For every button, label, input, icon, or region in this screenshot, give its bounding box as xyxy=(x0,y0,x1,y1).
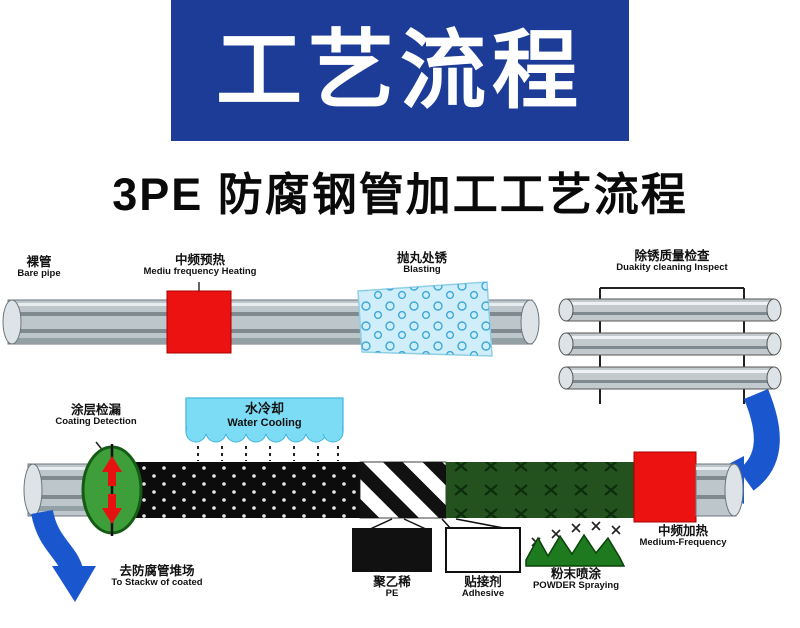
cooling-section xyxy=(114,462,360,518)
top-pipe-right-cap xyxy=(520,299,540,345)
page-title: 工艺流程 xyxy=(216,22,584,119)
medium-frequency-label-cn: 中频加热 xyxy=(657,524,708,538)
adhesive-label-cn: 贴接剂 xyxy=(464,575,502,589)
powder-hopper xyxy=(525,533,626,567)
inspect-label: 除锈质量检查 Duakity cleaning Inspect xyxy=(592,249,752,274)
coating-detector xyxy=(81,441,143,536)
stack-label-cn: 去防腐管堆场 xyxy=(119,564,195,578)
inspect-pipe-3 xyxy=(558,366,782,390)
bare-pipe-label-en: Bare pipe xyxy=(17,268,61,280)
detector-arrow-up xyxy=(102,456,122,486)
heater-block xyxy=(633,451,697,523)
bottom-pipe xyxy=(23,451,744,523)
detector-arrow-down xyxy=(102,494,122,524)
water-cooling-label-cn: 水冷却 xyxy=(244,401,284,416)
pe-label-cn: 聚乙稀 xyxy=(373,575,411,589)
coating-detection-label-en: Coating Detection xyxy=(55,416,137,428)
inspect-pipe-1 xyxy=(558,298,782,322)
medium-frequency-label-en: Medium-Frequency xyxy=(639,537,727,549)
inspect-label-en: Duakity cleaning Inspect xyxy=(616,262,728,274)
bare-pipe-label: 裸管 Bare pipe xyxy=(0,255,78,280)
preheat-block xyxy=(166,290,232,354)
top-pipe-left-cap xyxy=(2,299,22,345)
adhesive-label: 贴接剂 Adhesive xyxy=(442,575,524,600)
medium-frequency-label: 中频加热 Medium-Frequency xyxy=(628,524,738,549)
pe-label-en: PE xyxy=(385,588,399,600)
powder-section xyxy=(446,462,634,518)
water-cooling-label-en: Water Cooling xyxy=(227,416,302,429)
subtitle: 3PE 防腐钢管加工工艺流程 xyxy=(112,169,688,220)
adhesive-box xyxy=(445,527,521,573)
preheat-label-cn: 中频预热 xyxy=(174,253,225,267)
blasting-zone xyxy=(357,281,493,357)
blasting-label: 抛丸处锈 Blasting xyxy=(372,251,472,276)
coating-detection-label: 涂层检漏 Coating Detection xyxy=(38,403,154,428)
preheat-label: 中频预热 Mediu frequency Heating xyxy=(134,253,266,278)
bare-pipe-label-cn: 裸管 xyxy=(26,255,52,269)
adhesive-section xyxy=(359,461,447,519)
bottom-pipe-gray-right xyxy=(695,463,744,517)
title-banner: 工艺流程 xyxy=(171,0,629,141)
stack-label-en: To Stackw of coated xyxy=(111,577,203,589)
water-cooling-label: 水冷却 Water Cooling xyxy=(186,401,343,430)
water-cooling-unit xyxy=(185,397,344,461)
stack-label: 去防腐管堆场 To Stackw of coated xyxy=(92,564,222,589)
inspect-rack xyxy=(558,287,782,404)
powder-spraying-label-en: POWDER Spraying xyxy=(532,580,620,592)
pe-box xyxy=(352,528,432,572)
powder-spraying-label-cn: 粉末喷涂 xyxy=(550,567,601,581)
flow-arrow-down xyxy=(31,509,96,602)
blasting-label-cn: 抛丸处锈 xyxy=(396,251,447,265)
preheat-label-en: Mediu frequency Heating xyxy=(143,266,257,278)
coating-detection-label-cn: 涂层检漏 xyxy=(70,403,121,417)
inspect-pipe-2 xyxy=(558,332,782,356)
blasting-label-en: Blasting xyxy=(403,264,441,276)
adhesive-label-en: Adhesive xyxy=(461,588,505,600)
water-drip-lines xyxy=(197,446,339,461)
inspect-label-cn: 除锈质量检查 xyxy=(634,249,710,263)
pe-label: 聚乙稀 PE xyxy=(350,575,434,600)
powder-spraying-label: 粉末喷涂 POWDER Spraying xyxy=(518,567,634,592)
